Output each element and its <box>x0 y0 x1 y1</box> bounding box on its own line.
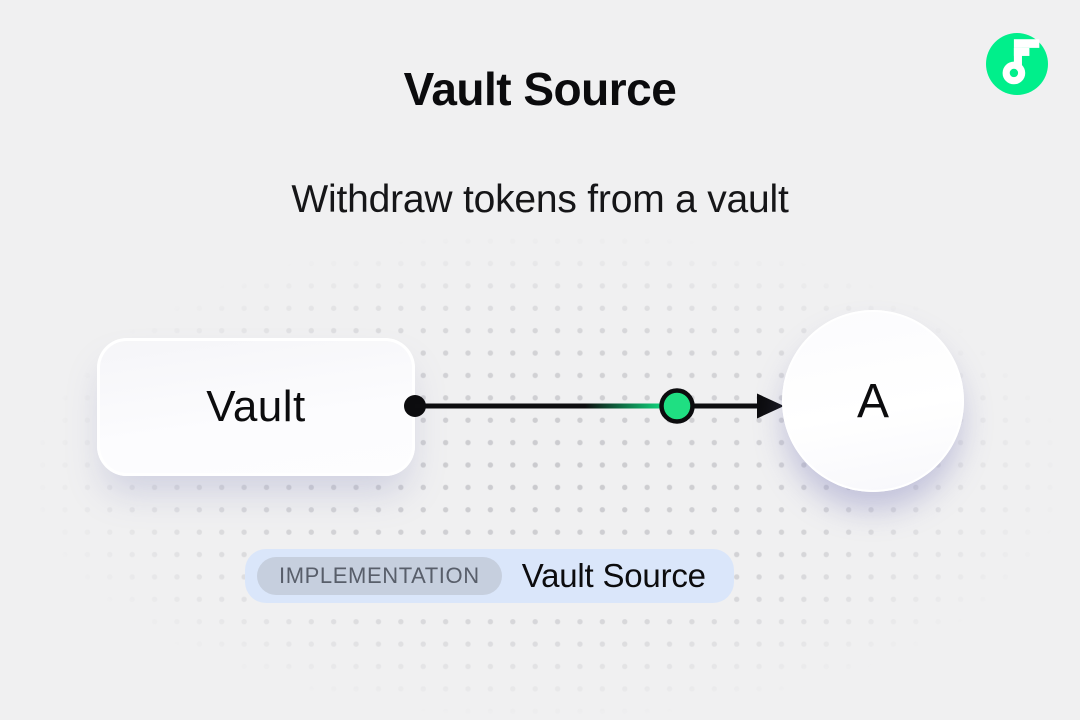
token-node <box>659 388 695 424</box>
vault-node: Vault <box>97 338 415 476</box>
vault-node-label: Vault <box>206 382 306 431</box>
implementation-badge: IMPLEMENTATION Vault Source <box>245 549 734 603</box>
implementation-tag: IMPLEMENTATION <box>257 557 502 595</box>
account-node-label: A <box>856 374 889 428</box>
flow-logo-icon <box>986 33 1048 95</box>
page-subtitle: Withdraw tokens from a vault <box>291 178 789 221</box>
implementation-value-label: Vault Source <box>521 557 706 594</box>
account-node: A <box>782 310 964 492</box>
arrowhead-icon <box>757 393 784 419</box>
page-title: Vault Source <box>403 63 677 115</box>
edge-arrow <box>404 388 784 424</box>
